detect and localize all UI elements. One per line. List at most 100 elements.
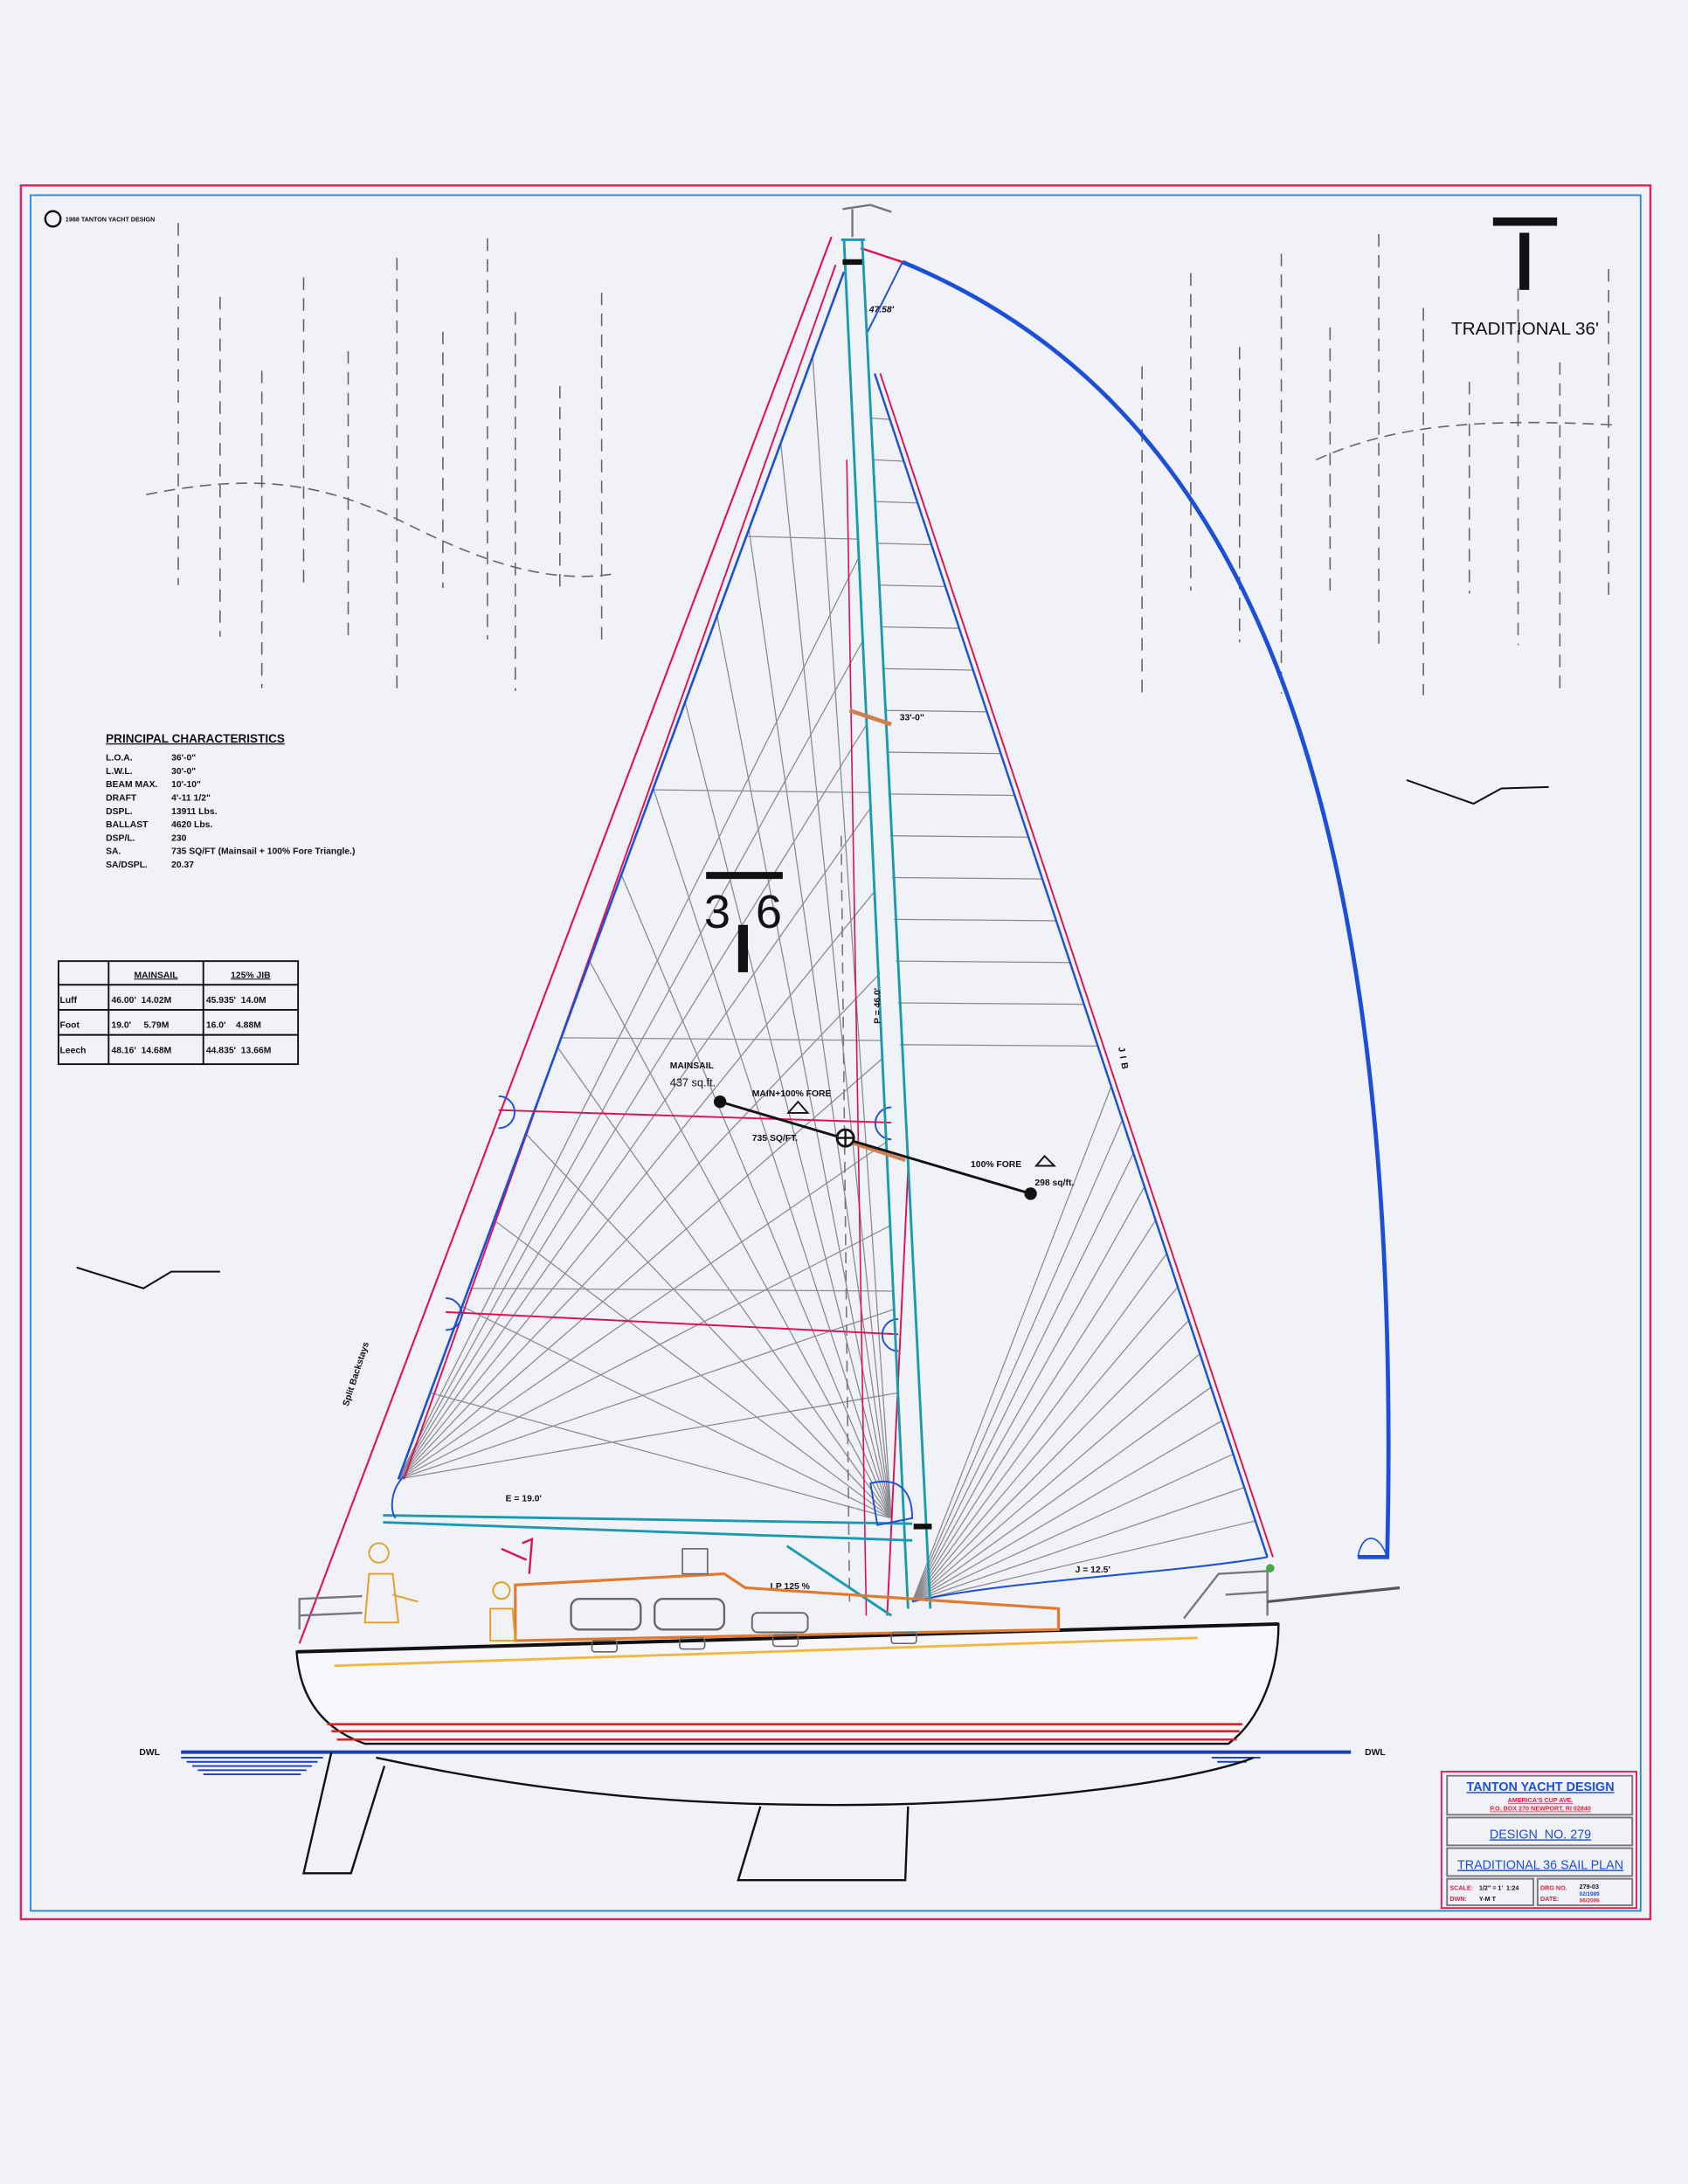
black-band [842,259,862,266]
main-leech [397,271,846,1480]
deckhouse [514,1572,1061,1642]
table-cell: 44.835' 13.66M [206,1046,271,1055]
table-header-jib: 125% JIB [231,971,271,980]
panel-seam [493,1220,892,1519]
mast-centerline [841,835,851,1602]
dwn-value: Y-M T [1479,1896,1497,1903]
characteristic-label: DSP/L. [106,833,135,843]
mainsheet-winch [501,1537,534,1574]
address-line: AMERICA'S CUP AVE. [1508,1797,1574,1804]
lp-label: LP 125 % [771,1582,810,1592]
copyright: © 1988 TANTON YACHT DESIGN [44,210,155,228]
insignia-bar [706,872,783,880]
characteristic-label: DRAFT [106,794,137,804]
jib-panel-line [870,417,890,420]
center-of-effort [713,1095,1057,1200]
panel-seam [620,874,892,1519]
address-line: P.O. BOX 270 NEWPORT, RI 02840 [1490,1806,1591,1813]
drg-value: 279-03 [1580,1883,1599,1890]
batten-pocket [446,1296,463,1331]
mainsail-label: MAINSAIL [670,1061,715,1071]
outer-border [19,184,1652,1921]
spinnaker-outline [902,259,1391,1559]
jib-panel-line [888,793,1014,797]
panel-seam [398,807,871,1480]
water-hatching [181,1757,1261,1776]
sail-panel-lines [398,356,1256,1603]
panel-seam [398,1058,883,1480]
boom [383,1514,913,1617]
characteristic-value: 4'-11 1/2" [171,794,211,804]
rub-rail [334,1636,1198,1668]
navigation-light [1266,1564,1275,1572]
jib-panel-seam [911,1119,1124,1602]
jib-panel-seam [911,1152,1134,1602]
stern-pulpit [298,1594,363,1630]
characteristic-value: 13911 Lbs. [171,807,218,817]
table-row-label: Foot [60,1021,80,1031]
rudder [302,1752,386,1875]
jib-panel-line [880,625,959,629]
jib-panel-seam [911,1253,1167,1602]
table-cell: 16.0' 4.88M [206,1021,261,1031]
main-fore-label: MAIN+100% FORE [752,1089,832,1099]
jib-panel-line [872,459,903,462]
panel-seam [398,1392,898,1480]
principal-title: PRINCIPAL CHARACTERISTICS [106,732,285,745]
cap-shroud [846,460,868,1616]
characteristic-value: 20.37 [171,860,194,870]
characteristic-value: 735 SQ/FT (Mainsail + 100% Fore Triangle… [171,847,355,857]
logo-title: TRADITIONAL 36' [1451,319,1599,339]
characteristic-value: 36'-0" [171,754,196,764]
jib-panel-line [899,1044,1097,1047]
masthead-height-label: 47.58' [868,305,895,314]
table-cell: 48.16' 14.68M [112,1046,172,1055]
fore-area-label: 298 sq/ft. [1034,1178,1074,1188]
table-border [57,960,300,1066]
batten-line [746,536,858,540]
scale-value: 1/2" = 1' 1:24 [1479,1884,1519,1891]
spinnaker-clew [1357,1538,1388,1558]
plan-title: TRADITIONAL 36 SAIL PLAN [1457,1858,1623,1872]
table-header-mainsail: MAINSAIL [134,971,178,980]
main-leech-red [403,264,837,1480]
jib-panel-line [889,835,1028,838]
jib-panel-line [896,960,1070,964]
characteristic-label: SA/DSPL. [106,860,148,870]
jib-panel-line [891,876,1042,880]
characteristic-value: 10'-10" [171,780,201,790]
dwl-label-left: DWL [139,1748,160,1758]
panel-seam [461,1305,892,1519]
fore-label: 100% FORE [971,1160,1021,1170]
cabin-window [654,1598,726,1631]
table-row-label: Luff [60,996,78,1006]
gooseneck-fitting [844,1138,906,1163]
boot-stripes [327,1723,1242,1741]
keel [737,1806,910,1882]
mast [841,238,932,1609]
person-figure [363,1542,419,1624]
p-dimension-label: P = 46.0' [873,988,882,1024]
copyright-icon [44,210,62,228]
jib-panel-line [878,584,945,587]
date-value: 02/1989 [1580,1891,1600,1897]
panel-seam [525,1133,892,1519]
insignia-digit: 3 [704,886,730,938]
company-name: TANTON YACHT DESIGN [1467,1780,1615,1794]
jib-panel-line [882,667,973,671]
date-value: 06/2006 [1580,1898,1600,1904]
insignia-stem [737,924,749,972]
panel-seam [684,702,892,1518]
jib-panel-seam [911,1319,1190,1602]
triangle-icon [786,1100,810,1114]
hull [181,1548,1401,1882]
batten-pocket [498,1095,515,1130]
table-cell: 45.935' 14.0M [206,996,266,1006]
person-figure [489,1581,516,1642]
panel-seam [398,1141,887,1480]
hull-port [771,1634,799,1648]
scale-box [1446,1877,1535,1906]
panel-seam [653,788,892,1518]
company-box [1446,1774,1634,1816]
table-row-label: Leech [60,1046,86,1055]
